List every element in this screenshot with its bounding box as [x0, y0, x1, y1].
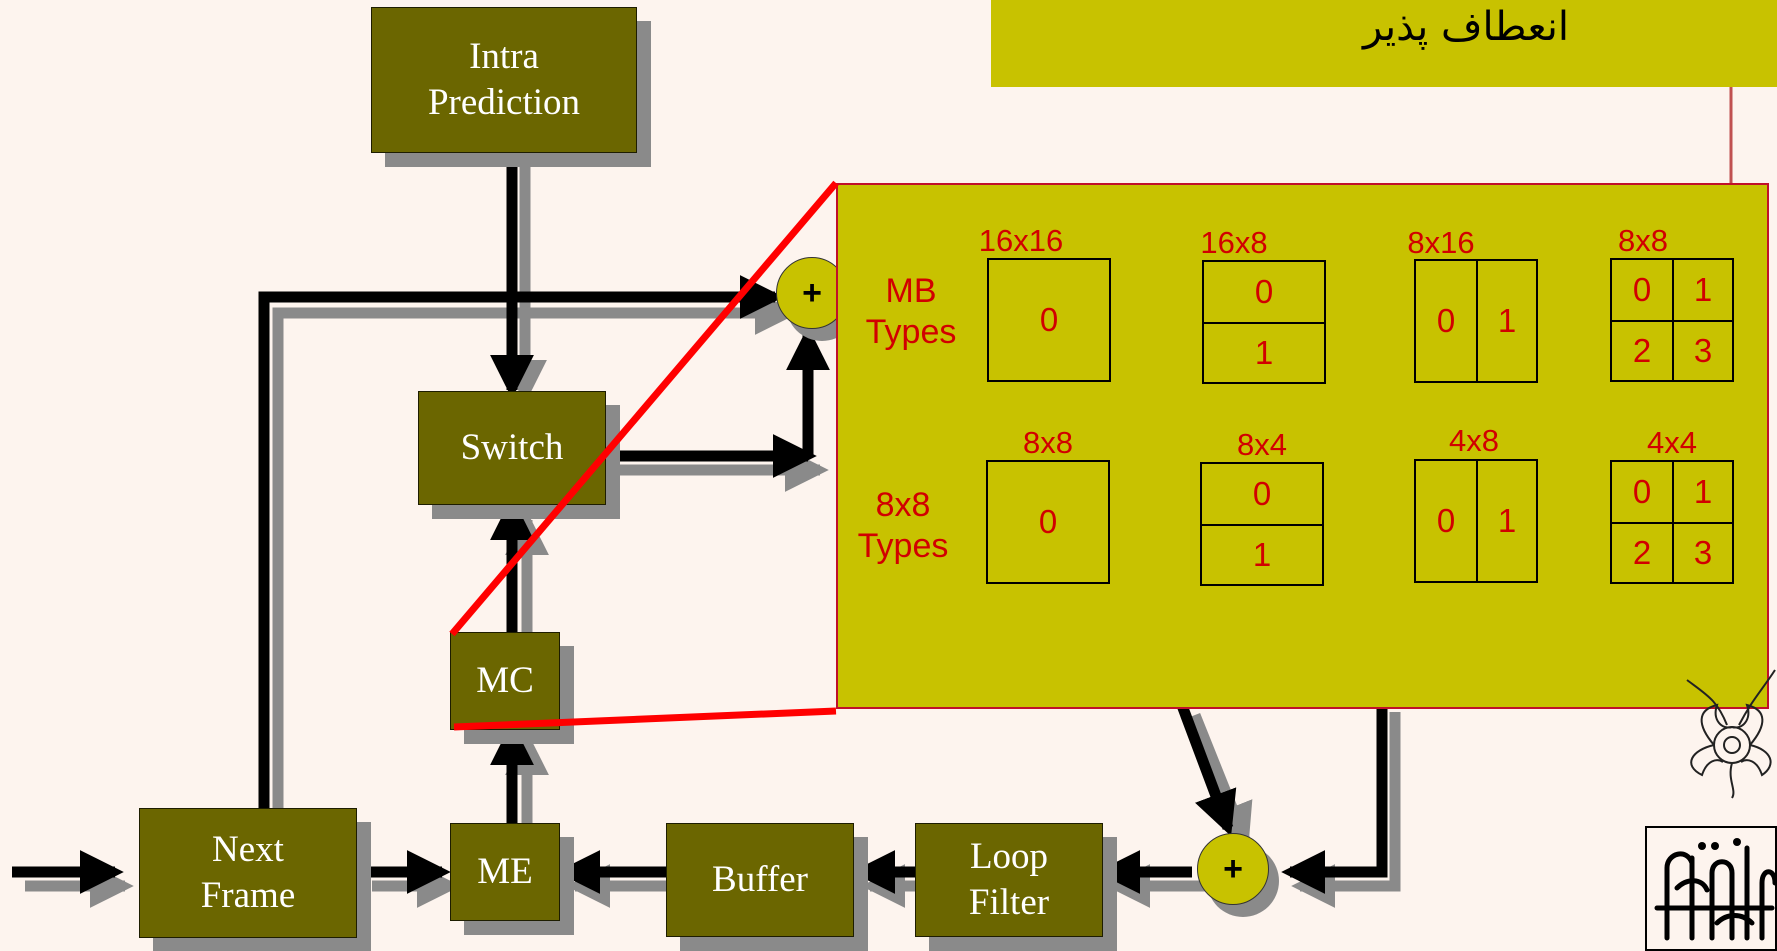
partition-divider	[1202, 524, 1322, 526]
mc-block: MC	[450, 632, 560, 730]
mb-type-title: 8x16	[1407, 225, 1475, 260]
sub-type-8x8: 0	[986, 460, 1110, 584]
me-block: ME	[450, 823, 560, 921]
mb-type-title: 8x8	[1618, 223, 1668, 258]
arrow-panel-to-sum	[1174, 698, 1237, 837]
partition-cell: 3	[1693, 332, 1713, 369]
mb-type-8x16: 0 1	[1414, 259, 1538, 383]
partition-panel: MB Types 8x8 Types 16x16 0 16x8 0 1 8x16…	[836, 183, 1769, 709]
partition-cell: 0	[1039, 301, 1059, 338]
mb-type-16x16: 0	[987, 258, 1111, 382]
zoom-line-top	[449, 180, 839, 637]
partition-cell: 0	[1436, 302, 1456, 339]
partition-cell: 2	[1632, 332, 1652, 369]
sub-type-4x8: 0 1	[1414, 459, 1538, 583]
partition-cell: 3	[1693, 534, 1713, 571]
partition-divider	[1476, 261, 1478, 381]
partition-cell: 0	[1632, 271, 1652, 308]
zoom-line-bottom	[453, 707, 837, 731]
partition-divider	[1612, 522, 1732, 524]
next-frame-block: Next Frame	[139, 808, 357, 938]
title-bar: انعطاف پذیر	[991, 0, 1777, 87]
sub-type-title: 8x4	[1237, 427, 1287, 462]
partition-cell: 1	[1497, 302, 1517, 339]
partition-cell: 1	[1497, 502, 1517, 539]
partition-cell: 2	[1632, 534, 1652, 571]
shadow-right-to-sum	[1291, 712, 1401, 908]
mb-type-16x8: 0 1	[1202, 260, 1326, 384]
shadow-panel-to-sum	[1189, 712, 1253, 849]
mb-type-title: 16x16	[978, 223, 1064, 258]
arrow-right-to-sum	[1281, 700, 1388, 894]
partition-cell: 0	[1632, 473, 1652, 510]
partition-cell: 0	[1254, 273, 1274, 310]
mb-type-8x8: 0 1 2 3	[1610, 258, 1734, 382]
sub-type-title: 4x8	[1449, 423, 1499, 458]
sum-node-bottom: +	[1197, 833, 1269, 905]
loop-filter-block: Loop Filter	[915, 823, 1103, 937]
arrow-nextframe-to-sum	[258, 275, 784, 808]
partition-cell: 1	[1693, 271, 1713, 308]
partition-cell: 0	[1038, 503, 1058, 540]
partition-divider	[1204, 322, 1324, 324]
shadow-nextframe-to-sum	[272, 291, 799, 820]
partition-cell: 0	[1436, 502, 1456, 539]
sub-type-8x4: 0 1	[1200, 462, 1324, 586]
slide-title: انعطاف پذیر	[1362, 4, 1569, 50]
logo-mark	[1654, 838, 1775, 941]
ornament-icon	[1686, 669, 1776, 799]
intra-prediction-block: Intra Prediction	[371, 7, 637, 153]
partition-cell: 1	[1252, 536, 1272, 573]
mb-type-title: 16x8	[1200, 225, 1268, 260]
partition-divider	[1476, 461, 1478, 581]
sub-type-title: 4x4	[1647, 425, 1697, 460]
partition-cell: 1	[1254, 334, 1274, 371]
partition-cell: 0	[1252, 475, 1272, 512]
logo	[1645, 826, 1777, 951]
sub-type-4x4: 0 1 2 3	[1610, 460, 1734, 584]
sub-types-label: 8x8 Types	[857, 486, 949, 565]
partition-divider	[1612, 320, 1732, 322]
buffer-block: Buffer	[666, 823, 854, 937]
partition-cell: 1	[1693, 473, 1713, 510]
mb-types-label: MB Types	[865, 272, 957, 351]
sub-type-title: 8x8	[1023, 425, 1073, 460]
